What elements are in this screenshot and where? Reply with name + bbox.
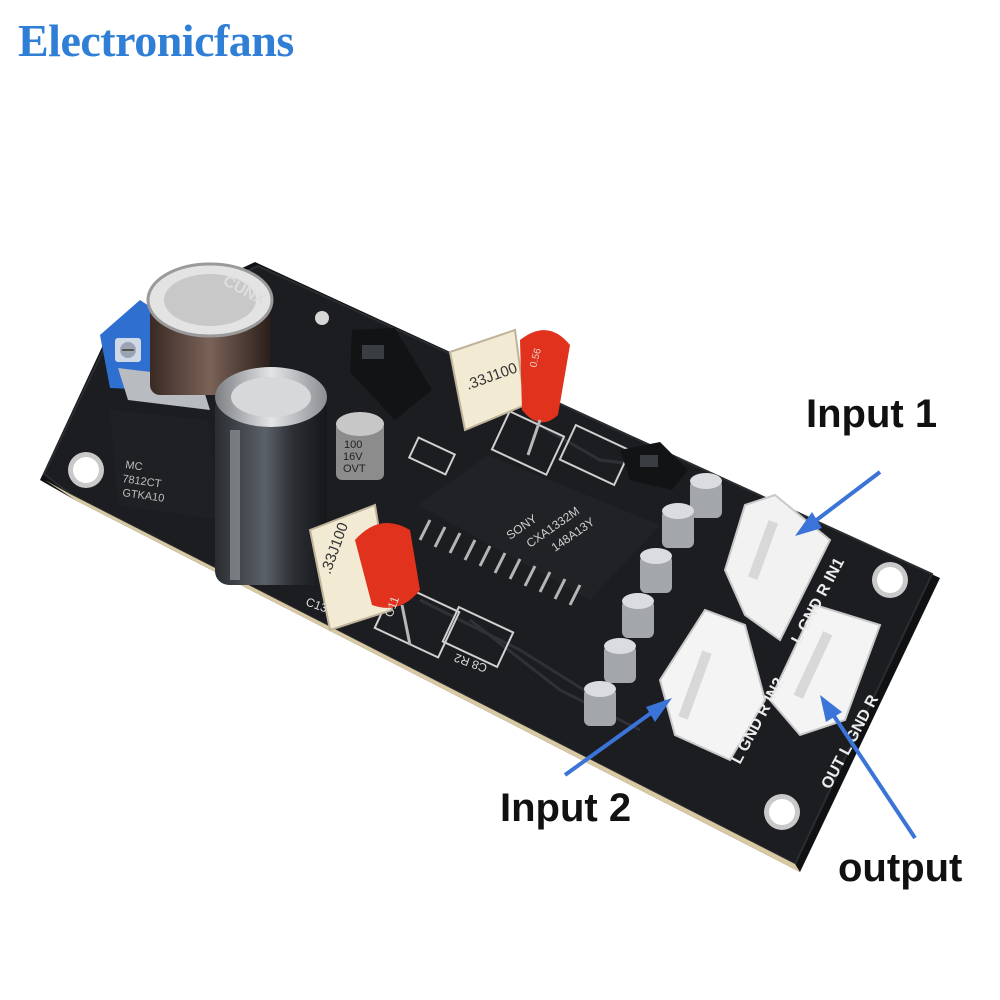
svg-text:MC: MC [125,459,144,473]
mounting-hole [872,562,908,598]
svg-text:GTKA10: GTKA10 [122,487,165,505]
callout-input2: Input 2 [500,786,632,830]
jumper-header [620,442,688,490]
svg-text:0.56: 0.56 [528,347,544,369]
mounting-hole [315,311,329,325]
svg-text:16V: 16V [343,451,363,463]
arrow-input1 [795,470,882,536]
film-capacitor: .33J100 [448,328,527,432]
electrolytic-capacitor-large: CUNX [146,262,274,395]
arrow-output [820,695,917,840]
svg-text:7812CT: 7812CT [122,473,163,490]
callout-input1: Input 1 [806,392,938,436]
callout-arrows [563,470,917,840]
tantalum-capacitor [355,522,420,646]
electrolytic-capacitor-black [215,367,327,585]
jumper-header [350,328,432,420]
callout-output: output [838,846,963,890]
svg-text:OVT: OVT [343,463,366,475]
connector-output [768,603,882,737]
small-capacitor: 100 16V OVT [336,412,384,480]
brand-logo: Electronicfans [18,15,294,66]
tantalum-capacitor: 0.56 [520,330,570,456]
ic-chip: SONY CXA1332M 148A13Y [418,455,660,606]
svg-text:C11: C11 [382,594,402,619]
small-capacitor-row [584,473,722,726]
connector-input2 [658,608,767,762]
arrow-input2 [563,698,672,777]
svg-text:100: 100 [344,439,362,451]
mounting-hole [764,794,800,830]
mounting-hole [68,452,104,488]
